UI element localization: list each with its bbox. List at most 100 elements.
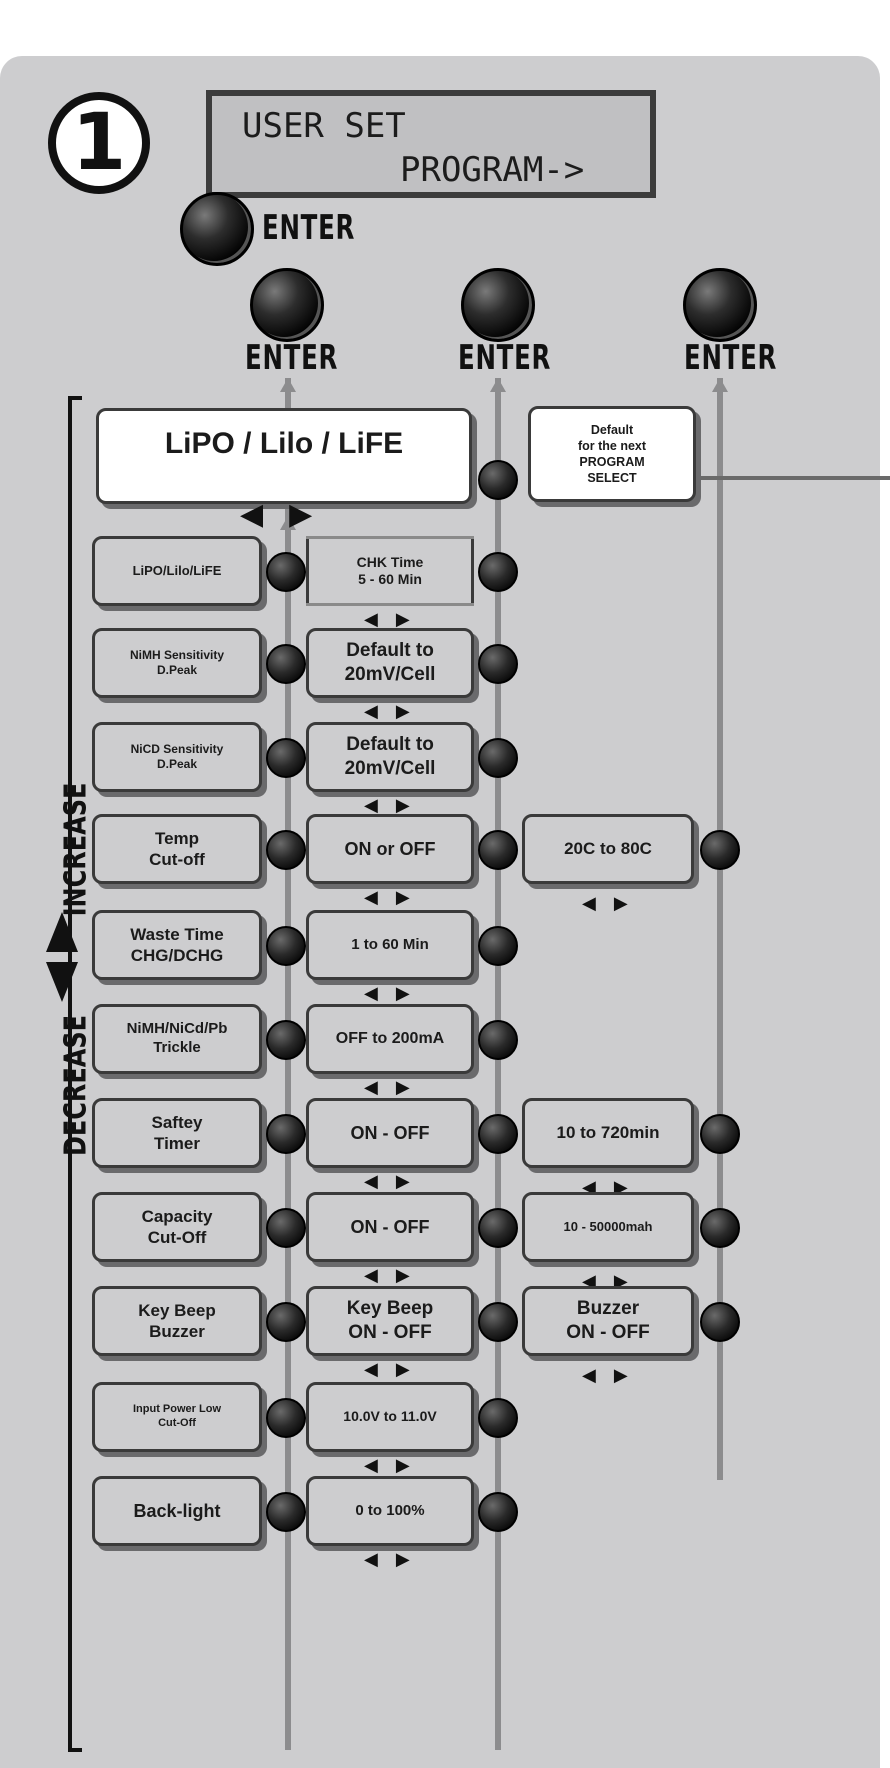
enter-label-2: ENTER bbox=[458, 338, 552, 378]
connector-dot bbox=[266, 1302, 306, 1342]
value-scroll-arrows[interactable]: ◀▶ bbox=[364, 701, 428, 722]
setting-label-text: Trickle bbox=[153, 1039, 201, 1056]
setting-value-text: 1 to 60 Min bbox=[351, 935, 429, 953]
setting-value-box[interactable]: 10.0V to 11.0V bbox=[306, 1382, 474, 1452]
connector-dot bbox=[478, 1208, 518, 1248]
setting-value-text: ON - OFF bbox=[350, 1216, 430, 1237]
setting-value-text: 5 - 60 Min bbox=[358, 571, 422, 587]
enter-knob-top[interactable] bbox=[180, 192, 254, 266]
header-scroll-arrows[interactable]: ◀▶ bbox=[240, 497, 339, 532]
connector-dot bbox=[266, 1020, 306, 1060]
setting-extra-text: Buzzer bbox=[576, 1298, 640, 1320]
setting-extra-text: 10 - 50000mah bbox=[563, 1218, 653, 1234]
setting-value-text: Default to bbox=[346, 734, 434, 756]
enter-knob-2[interactable] bbox=[461, 268, 535, 342]
setting-value-box[interactable]: OFF to 200mA bbox=[306, 1004, 474, 1074]
setting-extra-box[interactable]: 20C to 80C bbox=[522, 814, 694, 884]
default-note-line: PROGRAM bbox=[579, 455, 645, 469]
value-scroll-arrows[interactable]: ◀▶ bbox=[364, 887, 428, 908]
setting-label-text: Waste Time bbox=[130, 924, 224, 944]
setting-label-text: Cut-Off bbox=[158, 1417, 196, 1429]
connector-dot bbox=[478, 1398, 518, 1438]
connector-dot bbox=[478, 830, 518, 870]
connector-dot bbox=[266, 1208, 306, 1248]
connector-dot bbox=[700, 830, 740, 870]
connector-dot bbox=[478, 738, 518, 778]
setting-label-text: Back-light bbox=[133, 1500, 221, 1521]
setting-label-box[interactable]: Back-light bbox=[92, 1476, 262, 1546]
setting-value-text: ON - OFF bbox=[350, 1122, 430, 1143]
connector-dot bbox=[478, 1302, 518, 1342]
decrease-arrow-icon bbox=[46, 962, 78, 1002]
value-scroll-arrows[interactable]: ◀▶ bbox=[364, 609, 428, 630]
arrow-up-3 bbox=[712, 378, 728, 392]
setting-value-text: ON - OFF bbox=[348, 1322, 432, 1343]
connector-dot bbox=[266, 830, 306, 870]
setting-value-box[interactable]: ON or OFF bbox=[306, 814, 474, 884]
setting-value-box[interactable]: 0 to 100% bbox=[306, 1476, 474, 1546]
connector-dot bbox=[478, 644, 518, 684]
connector-dot bbox=[266, 644, 306, 684]
arrow-up-4 bbox=[280, 516, 296, 530]
setting-extra-text: 10 to 720min bbox=[556, 1123, 660, 1143]
enter-label-1: ENTER bbox=[245, 338, 339, 378]
enter-label-3: ENTER bbox=[684, 338, 778, 378]
lcd-line-1: USER SET bbox=[242, 106, 406, 146]
setting-label-text: NiMH Sensitivity bbox=[129, 648, 225, 662]
value-scroll-arrows[interactable]: ◀▶ bbox=[364, 1171, 428, 1192]
value-scroll-arrows[interactable]: ◀▶ bbox=[364, 1077, 428, 1098]
value-scroll-arrows[interactable]: ◀▶ bbox=[364, 795, 428, 816]
arrow-up-2 bbox=[490, 378, 506, 392]
setting-value-box[interactable]: ON - OFF bbox=[306, 1098, 474, 1168]
setting-value-text: OFF to 200mA bbox=[335, 1030, 445, 1047]
connector-dot bbox=[266, 552, 306, 592]
connector-dot bbox=[478, 552, 518, 592]
extra-scroll-arrows[interactable]: ◀▶ bbox=[582, 893, 646, 914]
setting-extra-box[interactable]: 10 to 720min bbox=[522, 1098, 694, 1168]
increase-arrow-icon bbox=[46, 912, 78, 952]
value-scroll-arrows[interactable]: ◀▶ bbox=[364, 1549, 428, 1570]
value-scroll-arrows[interactable]: ◀▶ bbox=[364, 1265, 428, 1286]
value-scroll-arrows[interactable]: ◀▶ bbox=[364, 983, 428, 1004]
extra-scroll-arrows[interactable]: ◀▶ bbox=[582, 1365, 646, 1386]
setting-value-text: ON or OFF bbox=[344, 838, 436, 859]
default-note-line: SELECT bbox=[587, 471, 637, 486]
enter-knob-3[interactable] bbox=[683, 268, 757, 342]
setting-extra-box[interactable]: 10 - 50000mah bbox=[522, 1192, 694, 1262]
setting-value-box[interactable]: 1 to 60 Min bbox=[306, 910, 474, 980]
setting-label-text: D.Peak bbox=[156, 757, 198, 771]
setting-label-text: Cut-off bbox=[149, 850, 205, 869]
value-scroll-arrows[interactable]: ◀▶ bbox=[364, 1359, 428, 1380]
setting-label-text: Buzzer bbox=[149, 1322, 205, 1341]
default-note-box: Default for the next PROGRAM SELECT bbox=[528, 406, 696, 502]
setting-value-box[interactable]: ON - OFF bbox=[306, 1192, 474, 1262]
setting-label-text: Timer bbox=[154, 1134, 200, 1153]
setting-extra-text: ON - OFF bbox=[566, 1322, 650, 1343]
setting-label-box[interactable]: LiPO/Lilo/LiFE bbox=[92, 536, 262, 606]
setting-label-text: Input Power Low bbox=[133, 1403, 221, 1416]
setting-label-text: Saftey bbox=[151, 1112, 203, 1132]
battery-type-header[interactable]: LiPO / Lilo / LiFE bbox=[96, 408, 472, 504]
arrow-up-1 bbox=[280, 378, 296, 392]
lcd-line-2: PROGRAM-> bbox=[400, 150, 585, 190]
setting-label-text: D.Peak bbox=[156, 663, 198, 677]
enter-knob-1[interactable] bbox=[250, 268, 324, 342]
value-scroll-arrows[interactable]: ◀▶ bbox=[364, 1455, 428, 1476]
setting-label-text: LiPO/Lilo/LiFE bbox=[132, 562, 222, 578]
setting-value-text: 20mV/Cell bbox=[344, 664, 436, 685]
setting-label-text: CHG/DCHG bbox=[130, 946, 224, 965]
